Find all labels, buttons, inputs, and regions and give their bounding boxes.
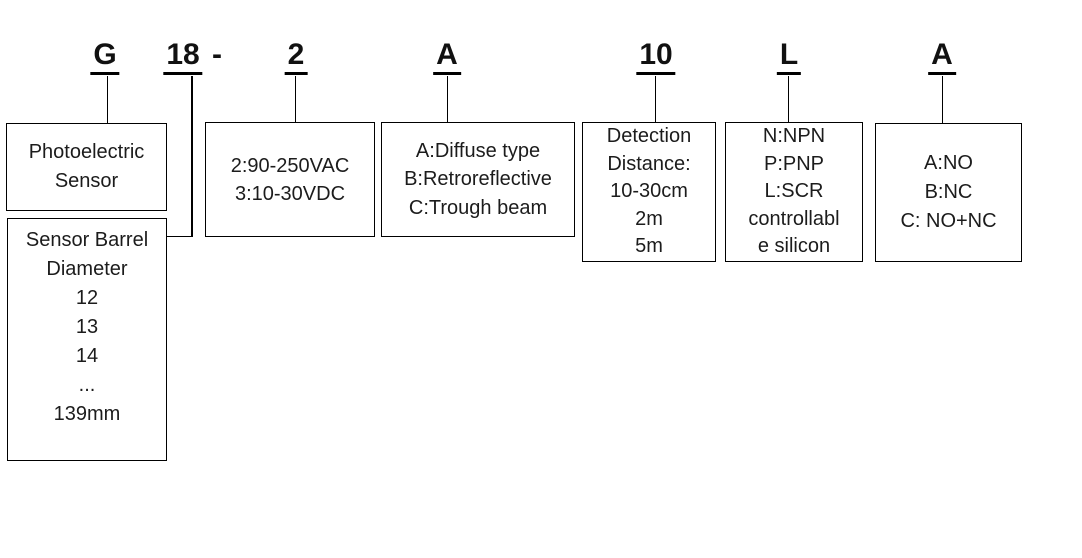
box-line: 12: [75, 287, 99, 309]
code-segment-series: G: [90, 40, 120, 75]
box-line: 2:90-250VAC: [230, 154, 350, 177]
box-line: Sensor Barrel: [25, 229, 149, 251]
box-line: C:Trough beam: [408, 196, 548, 219]
sensor-barrel-diameter-box: Sensor Barrel Diameter 12 13 14 ... 139m…: [7, 218, 167, 461]
box-line: 10-30cm: [610, 180, 688, 203]
code-segment-voltage: 2: [284, 40, 308, 75]
detection-distance-box: Detection Distance: 10-30cm 2m 5m: [582, 122, 716, 262]
box-line: B:Retroreflective: [404, 168, 552, 191]
connector-beam-type-line: [446, 76, 448, 122]
box-line: 14: [75, 345, 99, 367]
connector-diameter-elbow: [167, 235, 192, 237]
box-line: Sensor: [54, 170, 119, 192]
box-line: P:PNP: [763, 152, 825, 175]
beam-type-box: A:Diffuse type B:Retroreflective C:Troug…: [381, 122, 575, 237]
connector-diameter-line: [191, 76, 193, 237]
box-line: 3:10-30VDC: [234, 182, 346, 205]
code-segment-distance: 10: [636, 40, 676, 75]
box-line: controllabl: [748, 207, 840, 230]
box-line: Photoelectric: [28, 141, 145, 163]
connector-distance-line: [654, 76, 656, 122]
box-line: 5m: [635, 235, 663, 258]
output-type-box: N:NPN P:PNP L:SCR controllabl e silicon: [725, 122, 863, 262]
box-line: C: NO+NC: [900, 210, 997, 232]
code-segment-dash: -: [212, 38, 222, 71]
box-line: A:Diffuse type: [415, 139, 541, 162]
box-line: A:NO: [924, 152, 973, 174]
connector-contact-line: [941, 76, 943, 123]
code-segment-diameter: 18: [163, 40, 203, 75]
box-line: Distance:: [607, 152, 691, 175]
box-line: 13: [75, 316, 99, 338]
box-line: L:SCR: [764, 180, 824, 203]
box-line: Detection: [606, 125, 692, 148]
connector-series-line: [106, 76, 108, 123]
connector-voltage-line: [294, 76, 296, 122]
box-line: e silicon: [757, 235, 831, 258]
box-line: B:NC: [924, 181, 973, 203]
photoelectric-sensor-box: Photoelectric Sensor: [6, 123, 167, 211]
box-line: Diameter: [46, 258, 128, 280]
box-line: 139mm: [53, 403, 121, 425]
connector-output-line: [787, 76, 789, 122]
code-segment-output: L: [776, 40, 802, 75]
contact-type-box: A:NO B:NC C: NO+NC: [875, 123, 1022, 262]
supply-voltage-box: 2:90-250VAC 3:10-30VDC: [205, 122, 375, 237]
code-segment-contact: A: [928, 40, 956, 75]
ellipsis-line: ...: [78, 374, 96, 396]
code-segment-beam-type: A: [433, 40, 461, 75]
box-line: 2m: [635, 207, 663, 230]
box-line: N:NPN: [762, 125, 826, 148]
